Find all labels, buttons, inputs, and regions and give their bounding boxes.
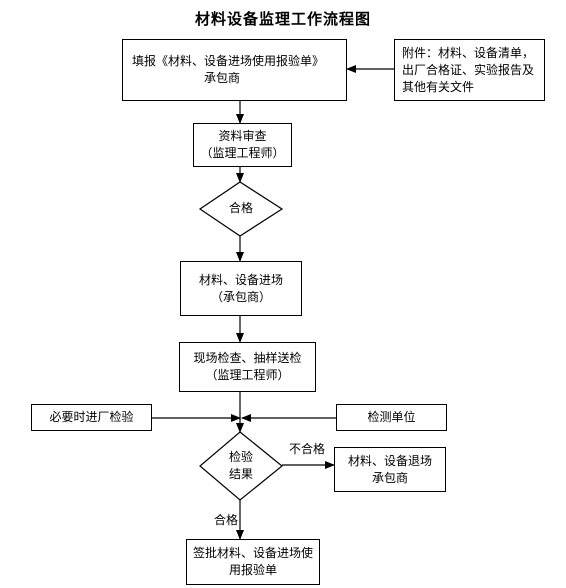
enter-site-line1: 材料、设备进场 bbox=[198, 272, 283, 287]
factory-inspection-label: 必要时进厂检验 bbox=[49, 410, 134, 424]
sign-approve-line2: 用报验单 bbox=[228, 563, 277, 577]
testing-unit-label: 检测单位 bbox=[367, 410, 416, 424]
doc-review-node: 资料审查 （监理工程师） bbox=[193, 123, 292, 167]
site-inspection-line1: 现场检查、抽样送检 bbox=[193, 351, 302, 365]
enter-site-line2: （承包商） bbox=[210, 289, 271, 304]
qualified-decision-label: 合格 bbox=[228, 201, 253, 215]
fill-form-line1: 填报《材料、设备进场使用报验单》 bbox=[132, 54, 325, 68]
sign-approve-line1: 签批材料、设备进场使 bbox=[192, 546, 313, 560]
doc-review-line1: 资料审查 bbox=[218, 129, 267, 143]
attachments-line1: 附件：材料、设备清单， bbox=[402, 45, 535, 60]
inspection-result-line1: 检验 bbox=[228, 450, 253, 464]
attachments-line3: 其他有关文件 bbox=[402, 79, 475, 94]
pass-edge-label: 合格 bbox=[214, 513, 239, 527]
attachments-line2: 出厂合格证、实验报告及 bbox=[402, 62, 535, 77]
page-title: 材料设备监理工作流程图 bbox=[194, 10, 371, 28]
attachments-node: 附件：材料、设备清单， 出厂合格证、实验报告及 其他有关文件 bbox=[394, 39, 545, 101]
sign-approve-node: 签批材料、设备进场使 用报验单 bbox=[186, 539, 320, 585]
exit-site-line1: 材料、设备退场 bbox=[347, 453, 432, 468]
fill-form-node: 填报《材料、设备进场使用报验单》 承包商 bbox=[122, 39, 347, 101]
factory-inspection-node: 必要时进厂检验 bbox=[31, 404, 152, 431]
exit-site-line2: 承包商 bbox=[371, 470, 408, 485]
site-inspection-node: 现场检查、抽样送检 （监理工程师） bbox=[179, 342, 316, 392]
site-inspection-line2: （监理工程师） bbox=[205, 368, 290, 382]
exit-site-node: 材料、设备退场 承包商 bbox=[334, 447, 446, 492]
inspection-result-label: 检验 结果 bbox=[210, 449, 272, 483]
result-decision-diamond bbox=[199, 431, 283, 501]
qualified-decision-diamond bbox=[198, 181, 284, 237]
inspection-result-line2: 结果 bbox=[228, 467, 253, 481]
doc-review-line2: （监理工程师） bbox=[200, 146, 285, 160]
fail-edge-label: 不合格 bbox=[289, 442, 326, 456]
enter-site-node: 材料、设备进场 （承包商） bbox=[180, 261, 302, 316]
testing-unit-node: 检测单位 bbox=[336, 404, 447, 431]
fill-form-line2: 承包商 bbox=[204, 71, 241, 85]
